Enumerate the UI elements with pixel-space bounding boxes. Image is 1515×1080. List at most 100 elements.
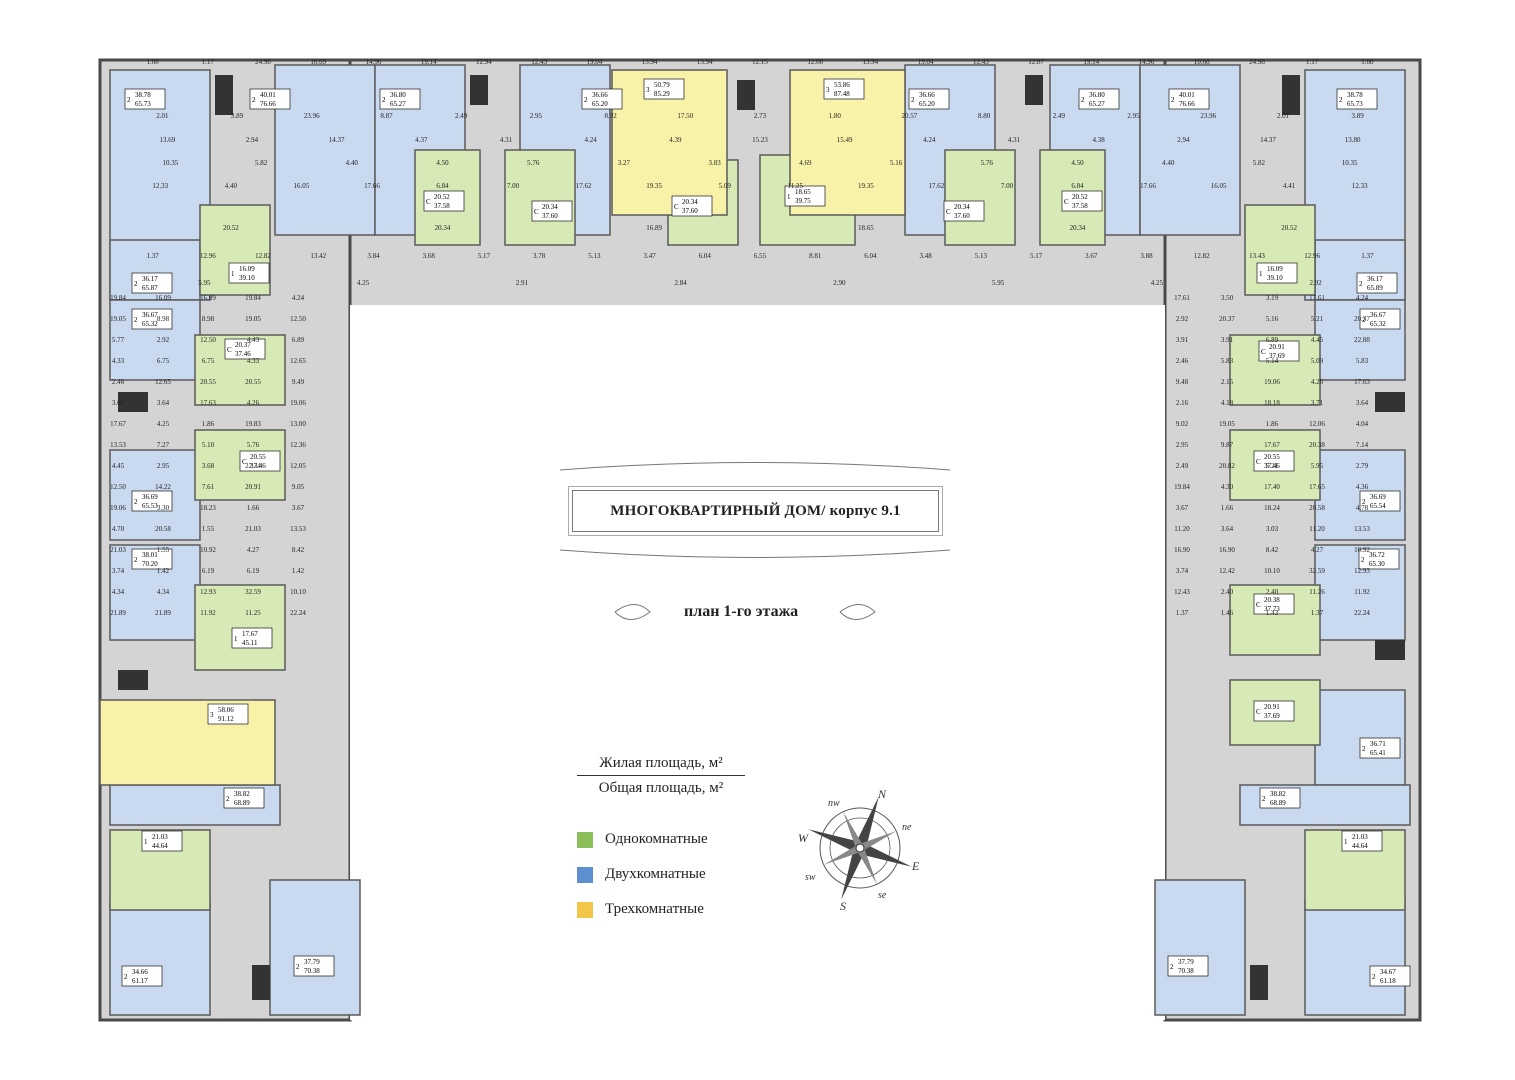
room-area-label: 17.66: [1140, 182, 1156, 190]
room-area-label: 6.84: [1071, 182, 1084, 190]
apartment-total-area: 37.58: [1072, 202, 1088, 210]
room-area-label: 4.40: [225, 182, 238, 190]
room-area-label: 32.59: [1309, 567, 1325, 575]
room-area-label: 3.50: [1221, 294, 1234, 302]
room-area-label: 19.04: [918, 58, 934, 66]
apartment-living-area: 36.72: [1369, 551, 1385, 559]
room-area-label: 2.92: [1310, 279, 1323, 287]
room-area-label: 20.91: [245, 483, 261, 491]
room-area-label: 17.61: [1174, 294, 1190, 302]
apartment-living-area: 36.69: [142, 493, 158, 501]
compass-label: ne: [902, 822, 912, 833]
room-area-label: 3.88: [1140, 252, 1153, 260]
room-area-label: 3.84: [367, 252, 380, 260]
stair-icon: [118, 392, 148, 412]
apartment-2room: [269, 879, 361, 1016]
room-area-label: 20.34: [435, 224, 451, 232]
room-area-label: 6.75: [202, 357, 215, 365]
apartment-box: [124, 88, 166, 110]
room-area-label: 3.67: [1176, 504, 1189, 512]
room-area-label: 4.24: [585, 136, 598, 144]
apartment-rooms: 2: [1170, 963, 1174, 971]
room-area-label: 12.94: [476, 58, 492, 66]
room-area-label: 4.31: [500, 136, 513, 144]
room-area-label: 4.43: [247, 336, 260, 344]
room-area-label: 15.49: [837, 136, 853, 144]
apartment-box: [1259, 787, 1301, 809]
room-area-label: 20.58: [155, 525, 171, 533]
room-area-label: 4.25: [1151, 279, 1164, 287]
room-area-label: 2.94: [246, 136, 259, 144]
room-area-label: 5.77: [112, 336, 125, 344]
apartment-total-area: 37.60: [682, 207, 698, 215]
room-area-label: 14.37: [329, 136, 345, 144]
apartment-living-area: 58.06: [218, 706, 234, 714]
room-area-label: 8.92: [604, 112, 617, 120]
apartment-box: [1369, 965, 1411, 987]
apartment-rooms: 2: [1362, 498, 1366, 506]
room-area-label: 13.94: [697, 58, 713, 66]
room-area-label: 17.40: [1264, 483, 1280, 491]
apartment-rooms: 2: [1171, 96, 1175, 104]
apartment-total-area: 70.20: [142, 560, 158, 568]
room-area-label: 17.62: [929, 182, 945, 190]
room-area-label: 3.67: [292, 504, 305, 512]
apartment-total-area: 37.46: [250, 462, 266, 470]
room-area-label: 7.00: [507, 182, 520, 190]
apartment-total-area: 65.20: [919, 100, 935, 108]
room-area-label: 4.45: [1311, 336, 1324, 344]
stair-icon: [1375, 392, 1405, 412]
room-area-label: 18.23: [200, 504, 216, 512]
room-area-label: 3.74: [112, 567, 125, 575]
room-area-label: 9.05: [292, 483, 305, 491]
room-area-label: 12.15: [752, 58, 768, 66]
room-area-label: 17.63: [200, 399, 216, 407]
apartment-total-area: 70.38: [1178, 967, 1194, 975]
room-area-label: 10.92: [200, 546, 216, 554]
room-area-label: 6.19: [202, 567, 215, 575]
apartment-2room: [1304, 899, 1406, 1016]
room-area-label: 3.83: [709, 159, 722, 167]
room-area-label: 17.67: [110, 420, 126, 428]
room-area-label: 12.87: [1028, 58, 1044, 66]
room-area-label: 12.43: [1174, 588, 1190, 596]
apartment-box: [1359, 308, 1401, 330]
room-area-label: 19.35: [646, 182, 662, 190]
apartment-box: [531, 200, 573, 222]
room-area-label: 11.20: [1309, 525, 1325, 533]
room-area-label: 7.61: [202, 483, 215, 491]
apartment-living-area: 36.66: [919, 91, 935, 99]
apartment-rooms: 2: [1081, 96, 1085, 104]
room-area-label: 3.91: [1176, 336, 1189, 344]
apartment-living-area: 38.78: [1347, 91, 1363, 99]
apartment-living-area: 20.91: [1269, 343, 1285, 351]
room-area-label: 4.38: [1093, 136, 1106, 144]
stair-icon: [215, 75, 233, 115]
room-area-label: 6.04: [699, 252, 712, 260]
room-area-label: 9.02: [1176, 420, 1189, 428]
apartment-box: [141, 830, 183, 852]
apartment-box: [908, 88, 950, 110]
apartment-rooms: 1: [144, 838, 148, 846]
apartment-living-area: 36.17: [1367, 275, 1383, 283]
apartment-box: [1167, 955, 1209, 977]
room-area-label: 4.25: [357, 279, 370, 287]
room-area-label: 20.58: [1309, 504, 1325, 512]
apartment-living-area: 37.79: [304, 958, 320, 966]
room-area-label: 4.24: [923, 136, 936, 144]
room-area-label: 5.10: [202, 441, 215, 449]
legend-total-area: Общая площадь, м²: [598, 780, 724, 796]
apartment-total-area: 65.73: [135, 100, 151, 108]
apartment-box: [1253, 450, 1295, 472]
room-area-label: 19.83: [245, 420, 261, 428]
room-area-label: 22.24: [290, 609, 306, 617]
apartment-living-area: 20.34: [542, 203, 558, 211]
compass-label: sw: [805, 872, 816, 883]
